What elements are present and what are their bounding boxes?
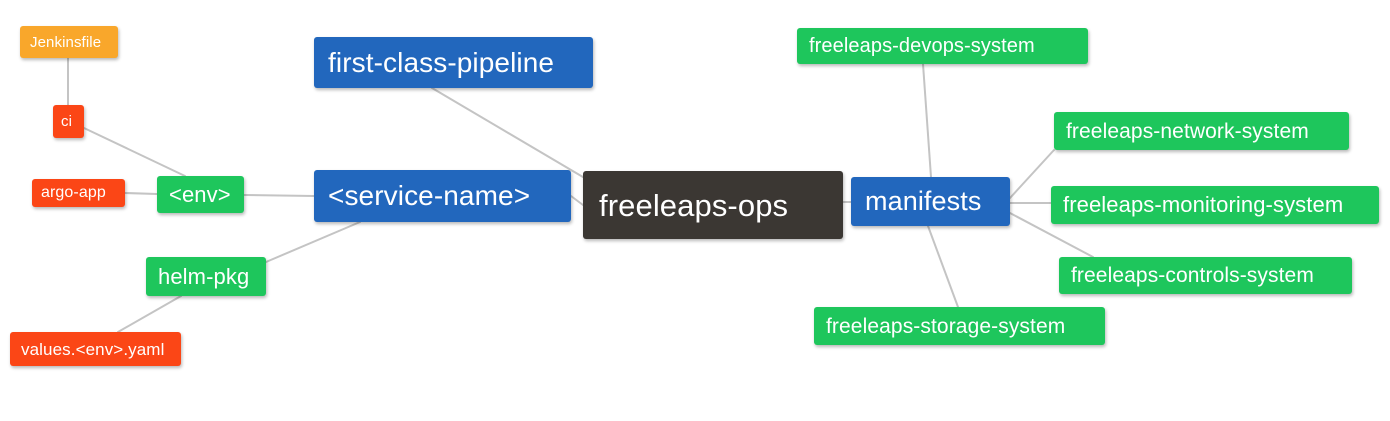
node-label-argo-app: argo-app	[41, 184, 106, 201]
node-label-first-class-pipeline: first-class-pipeline	[328, 46, 555, 78]
node-label-monitoring-system: freeleaps-monitoring-system	[1063, 192, 1344, 217]
edge-service-name-to-helm-pkg	[265, 221, 361, 263]
edge-manifests-to-devops-system	[922, 63, 932, 178]
node-devops-system[interactable]: freeleaps-devops-system	[797, 28, 1088, 64]
node-values-yaml[interactable]: values.<env>.yaml	[10, 332, 181, 366]
edge-manifests-to-network-system	[1009, 149, 1055, 199]
node-storage-system[interactable]: freeleaps-storage-system	[814, 307, 1105, 345]
node-label-devops-system: freeleaps-devops-system	[809, 35, 1035, 57]
edge-env-to-ci	[83, 127, 186, 177]
node-label-ci: ci	[61, 113, 73, 130]
node-label-manifests: manifests	[865, 186, 982, 216]
node-env[interactable]: <env>	[157, 176, 244, 213]
node-jenkinsfile[interactable]: Jenkinsfile	[20, 26, 118, 58]
node-label-jenkinsfile: Jenkinsfile	[30, 33, 102, 51]
edge-freeleaps-ops-to-first-class-pipeline	[431, 87, 589, 181]
node-controls-system[interactable]: freeleaps-controls-system	[1059, 257, 1352, 294]
node-label-controls-system: freeleaps-controls-system	[1071, 264, 1314, 287]
edge-freeleaps-ops-to-service-name	[570, 195, 584, 206]
node-label-env: <env>	[169, 181, 231, 207]
node-freeleaps-ops[interactable]: freeleaps-ops	[583, 171, 843, 239]
edge-service-name-to-env	[243, 194, 315, 197]
node-monitoring-system[interactable]: freeleaps-monitoring-system	[1051, 186, 1379, 224]
node-ci[interactable]: ci	[53, 105, 84, 138]
node-first-class-pipeline[interactable]: first-class-pipeline	[314, 37, 593, 88]
node-argo-app[interactable]: argo-app	[32, 179, 125, 207]
edge-manifests-to-storage-system	[927, 225, 959, 308]
node-label-values-yaml: values.<env>.yaml	[21, 339, 165, 359]
edge-helm-pkg-to-values-yaml	[117, 295, 182, 333]
node-label-storage-system: freeleaps-storage-system	[826, 314, 1066, 338]
node-helm-pkg[interactable]: helm-pkg	[146, 257, 266, 296]
node-label-network-system: freeleaps-network-system	[1066, 119, 1309, 143]
node-manifests[interactable]: manifests	[851, 177, 1010, 226]
node-label-freeleaps-ops: freeleaps-ops	[599, 187, 789, 223]
node-label-service-name: <service-name>	[328, 180, 531, 211]
edge-env-to-argo-app	[124, 192, 158, 195]
node-service-name[interactable]: <service-name>	[314, 170, 571, 222]
node-network-system[interactable]: freeleaps-network-system	[1054, 112, 1349, 150]
node-label-helm-pkg: helm-pkg	[158, 263, 250, 289]
